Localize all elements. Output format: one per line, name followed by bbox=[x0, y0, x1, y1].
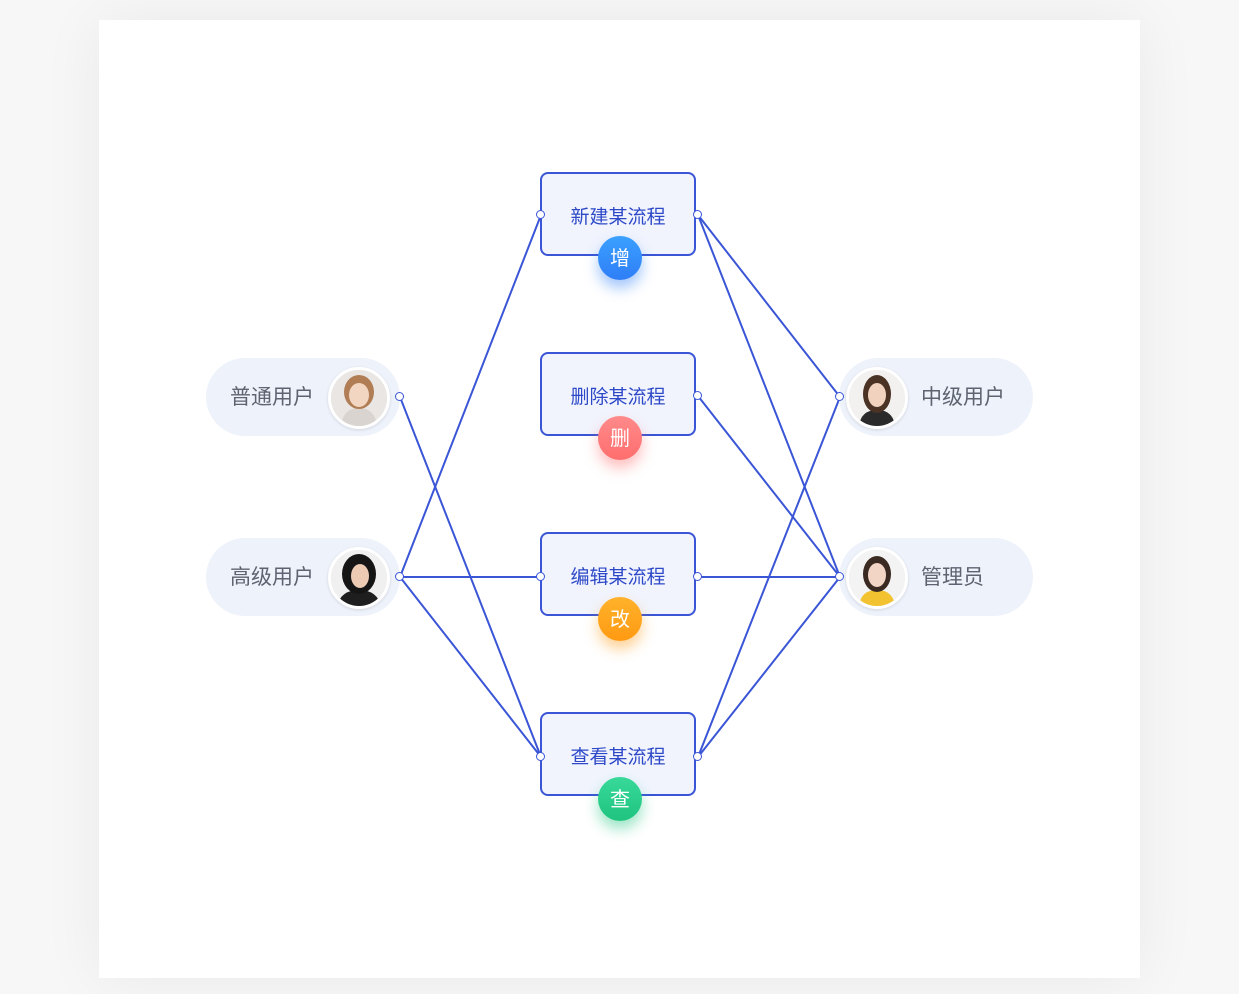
port-create-in[interactable] bbox=[536, 210, 545, 219]
user-node-putong[interactable]: 普通用户 bbox=[206, 358, 400, 436]
user-node-gaoji[interactable]: 高级用户 bbox=[206, 538, 400, 616]
port-edit-in[interactable] bbox=[536, 572, 545, 581]
port-admin[interactable] bbox=[835, 572, 844, 581]
link-view-admin bbox=[697, 576, 841, 758]
action-label-delete: 删除某流程 bbox=[570, 386, 666, 408]
action-label-edit: 编辑某流程 bbox=[570, 566, 666, 588]
port-view-in[interactable] bbox=[536, 752, 545, 761]
link-view-zhongji bbox=[697, 396, 841, 758]
badge-delete: 删 bbox=[598, 416, 642, 460]
woman-portrait-light-hair-icon bbox=[328, 367, 390, 429]
user-name-admin: 管理员 bbox=[921, 565, 984, 589]
link-create-admin bbox=[697, 214, 841, 578]
port-gaoji[interactable] bbox=[395, 572, 404, 581]
woman-portrait-yellow-top-icon bbox=[846, 547, 908, 609]
port-edit-out[interactable] bbox=[693, 572, 702, 581]
user-node-admin[interactable]: 管理员 bbox=[839, 538, 1033, 616]
badge-add: 增 bbox=[598, 236, 642, 280]
action-label-create: 新建某流程 bbox=[570, 206, 666, 228]
port-delete-out[interactable] bbox=[693, 391, 702, 400]
action-label-view: 查看某流程 bbox=[570, 746, 666, 768]
user-name-putong: 普通用户 bbox=[230, 385, 314, 409]
port-putong[interactable] bbox=[395, 392, 404, 401]
link-gaoji-create bbox=[399, 214, 542, 578]
link-create-zhongji bbox=[697, 214, 841, 398]
woman-portrait-dark-hair-icon bbox=[328, 547, 390, 609]
link-gaoji-view bbox=[399, 576, 542, 758]
user-node-zhongji[interactable]: 中级用户 bbox=[839, 358, 1033, 436]
port-zhongji[interactable] bbox=[835, 392, 844, 401]
port-view-out[interactable] bbox=[693, 752, 702, 761]
link-delete-admin bbox=[697, 395, 841, 578]
badge-view: 查 bbox=[598, 777, 642, 821]
woman-portrait-brown-hair-icon bbox=[846, 367, 908, 429]
user-name-gaoji: 高级用户 bbox=[230, 565, 314, 589]
badge-edit: 改 bbox=[598, 597, 642, 641]
user-name-zhongji: 中级用户 bbox=[921, 385, 1005, 409]
port-create-out[interactable] bbox=[693, 210, 702, 219]
